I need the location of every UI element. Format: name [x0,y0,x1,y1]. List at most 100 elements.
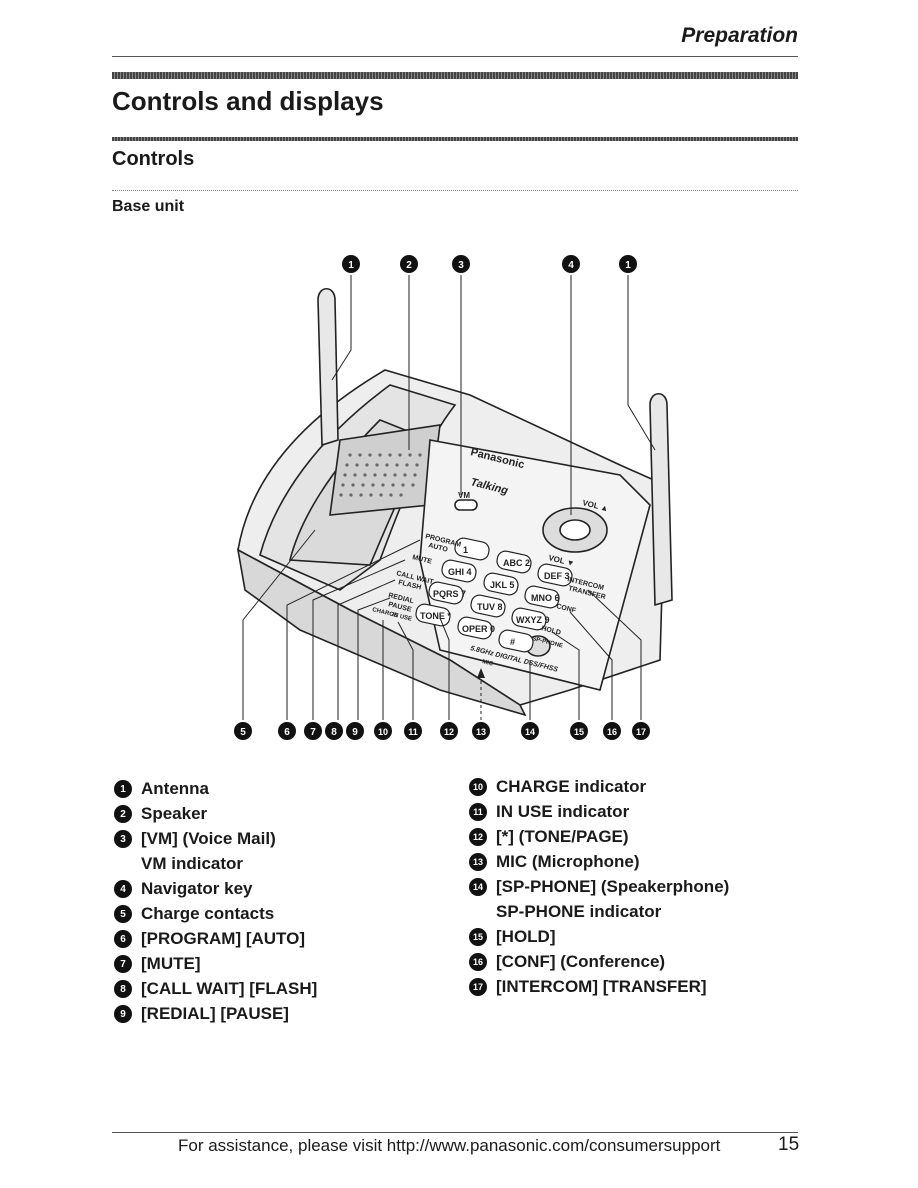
key-6: MNO 6 [531,593,560,603]
legend-text: CHARGE indicator [496,777,647,796]
legend-item: 10 CHARGE indicator [469,774,729,799]
key-2: ABC 2 [503,558,530,568]
legend-item: 2 Speaker [114,801,317,826]
legend-text: [SP-PHONE] (Speakerphone) [496,877,730,896]
callout-17: 17 [636,727,646,737]
legend-item: 8 [CALL WAIT] [FLASH] [114,976,317,1001]
callout-12: 12 [444,727,454,737]
key-5: JKL 5 [490,580,514,590]
key-9: WXYZ 9 [516,615,550,625]
legend-item: 15[HOLD] [469,924,729,949]
legend-item: 17 [INTERCOM] [TRANSFER] [469,974,729,999]
callout-2: 2 [406,260,412,271]
legend-number: 7 [114,955,132,973]
section-label: Preparation [681,24,798,47]
legend-item: 4 Navigator key [114,876,317,901]
legend-number: 4 [114,880,132,898]
device-auto: AUTO [428,542,449,554]
legend-number: 8 [114,980,132,998]
legend-text: [CALL WAIT] [FLASH] [141,979,318,998]
legend-number: 14 [469,878,487,896]
legend-text: [INTERCOM] [TRANSFER] [496,977,707,996]
device-mute: MUTE [412,554,433,566]
callout-15: 15 [574,727,584,737]
keypad [415,537,573,653]
callout-4: 4 [568,260,574,271]
base-unit-illustration [236,287,673,717]
legend-text: IN USE indicator [496,802,630,821]
key-star: TONE * [420,611,451,621]
legend-item: 11 IN USE indicator [469,799,729,824]
legend-item: 6 [PROGRAM] [AUTO] [114,926,317,951]
key-0: OPER 0 [462,624,495,634]
leader-lines [242,275,656,720]
legend-number: 2 [114,805,132,823]
callout-10: 10 [378,727,388,737]
legend-number: 5 [114,905,132,923]
key-7: PQRS 7 [433,589,466,599]
legend-item: 3 [VM] (Voice Mail) [114,826,317,851]
header-rule [112,56,798,57]
callout-16: 16 [607,727,617,737]
footer-support-text: For assistance, please visit http://www.… [178,1136,721,1155]
legend-number: 15 [469,928,487,946]
device-conf: CONF [556,603,578,615]
legend-text: [PROGRAM] [AUTO] [141,929,305,948]
callout-7: 7 [310,727,316,738]
legend-number: 6 [114,930,132,948]
legend-item: 14 [SP-PHONE] (Speakerphone) [469,874,729,899]
page-number: 15 [778,1134,800,1155]
legend-text: Charge contacts [141,904,275,923]
legend-left: 1 Antenna 2 Speaker 3 [VM] (Voice Mail) VM … [114,776,317,1026]
legend-item: 5 Charge contacts [114,901,317,926]
callout-11: 11 [408,727,418,737]
legend-number: 17 [469,978,487,996]
key-hash: # [510,637,515,647]
legend-number: 1 [114,780,132,798]
key-3: DEF 3 [544,571,570,581]
callout-6: 6 [284,727,290,738]
callout-13: 13 [476,727,486,737]
legend-number: 11 [469,803,487,821]
legend-text: [*] (TONE/PAGE) [496,827,629,846]
legend-text: [CONF] (Conference) [496,952,666,971]
device-hold: HOLD [541,625,562,637]
page-title: Controls and displays [112,86,384,116]
legend-text: SP-PHONE indicator [496,902,662,921]
legend-number: 9 [114,1005,132,1023]
legend-right: 10 CHARGE indicator 11 IN USE indicator 12… [469,774,729,999]
callout-8: 8 [331,727,337,738]
title-bar [112,72,798,79]
device-mic: MIC [482,659,495,668]
legend-number: 10 [469,778,487,796]
callout-1a: 1 [348,260,354,271]
legend-text: Navigator key [141,879,253,898]
key-1: 1 [463,545,468,555]
callout-14: 14 [525,727,535,737]
legend-text: VM indicator [141,854,244,873]
legend-number: 13 [469,853,487,871]
legend-text: Antenna [141,779,209,798]
legend-number: 16 [469,953,487,971]
legend-number: 12 [469,828,487,846]
legend-text: MIC (Microphone) [496,852,640,871]
section-heading: Controls [112,148,195,170]
subheading-rule [112,190,798,191]
legend-item: 13 MIC (Microphone) [469,849,729,874]
legend-item: 12 [*] (TONE/PAGE) [469,824,729,849]
footer-rule [112,1132,798,1133]
legend-item: 1 Antenna [114,776,317,801]
callout-9: 9 [352,727,358,738]
callout-1b: 1 [625,260,631,271]
callout-5: 5 [240,727,246,738]
callout-3: 3 [458,260,464,271]
legend-text: Speaker [141,804,208,823]
key-4: GHI 4 [448,567,472,577]
legend-item: 7 [MUTE] [114,951,317,976]
callouts: 1 2 3 4 1 5 6 7 8 9 10 11 12 13 14 15 16… [234,255,650,740]
subheading: Base unit [112,198,185,215]
device-vm: VM [458,491,470,500]
legend-text: [VM] (Voice Mail) [141,829,276,848]
legend-number: 3 [114,830,132,848]
legend-text: [MUTE] [141,954,201,973]
